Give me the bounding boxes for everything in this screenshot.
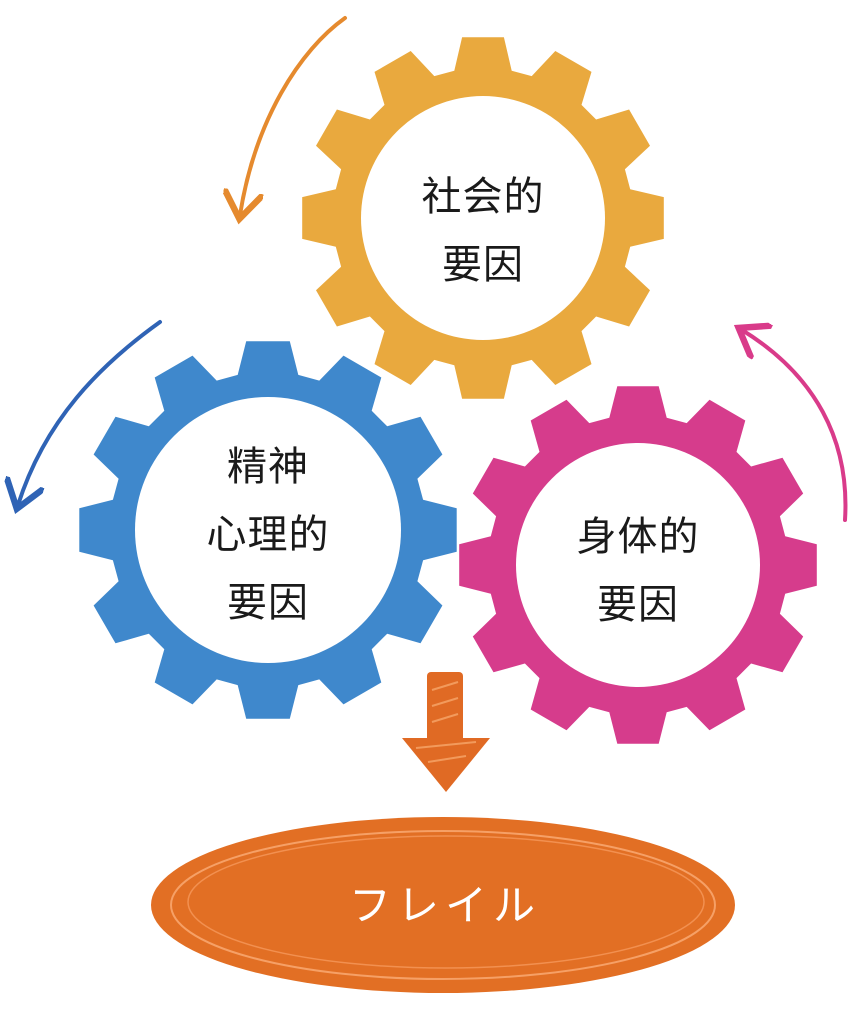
gear-social-label-line1: 社会的 (422, 174, 545, 220)
gear-mental-label-line3: 要因 (227, 580, 309, 626)
rotation-arrow-mental (18, 320, 162, 505)
down-arrow (402, 672, 490, 792)
rotation-arrow-physical (742, 330, 848, 522)
frailty-ellipse-scribble-1 (170, 830, 716, 980)
gear-social-label-line2: 要因 (442, 242, 524, 288)
gear-physical-label-line2: 要因 (597, 582, 679, 628)
frailty-outcome: フレイル (151, 817, 735, 993)
gear-mental-label-line1: 精神 (227, 444, 309, 490)
gear-mental: 精神 心理的 要因 (79, 341, 457, 719)
gear-physical-label-line1: 身体的 (577, 514, 700, 560)
rotation-arrow-social (240, 16, 347, 215)
gear-physical-center (516, 443, 760, 687)
frailty-label: フレイル (349, 881, 541, 930)
frailty-ellipse-scribble-2 (187, 835, 705, 969)
gear-social-center (361, 96, 605, 340)
frailty-ellipse (151, 817, 735, 993)
gear-mental-label-line2: 心理的 (207, 512, 330, 558)
gear-mental-center (135, 397, 401, 663)
down-arrow-head (402, 738, 490, 792)
gear-social: 社会的 要因 (302, 37, 664, 399)
down-arrow-hatching (415, 681, 477, 763)
gear-physical: 身体的 要因 (459, 386, 817, 744)
